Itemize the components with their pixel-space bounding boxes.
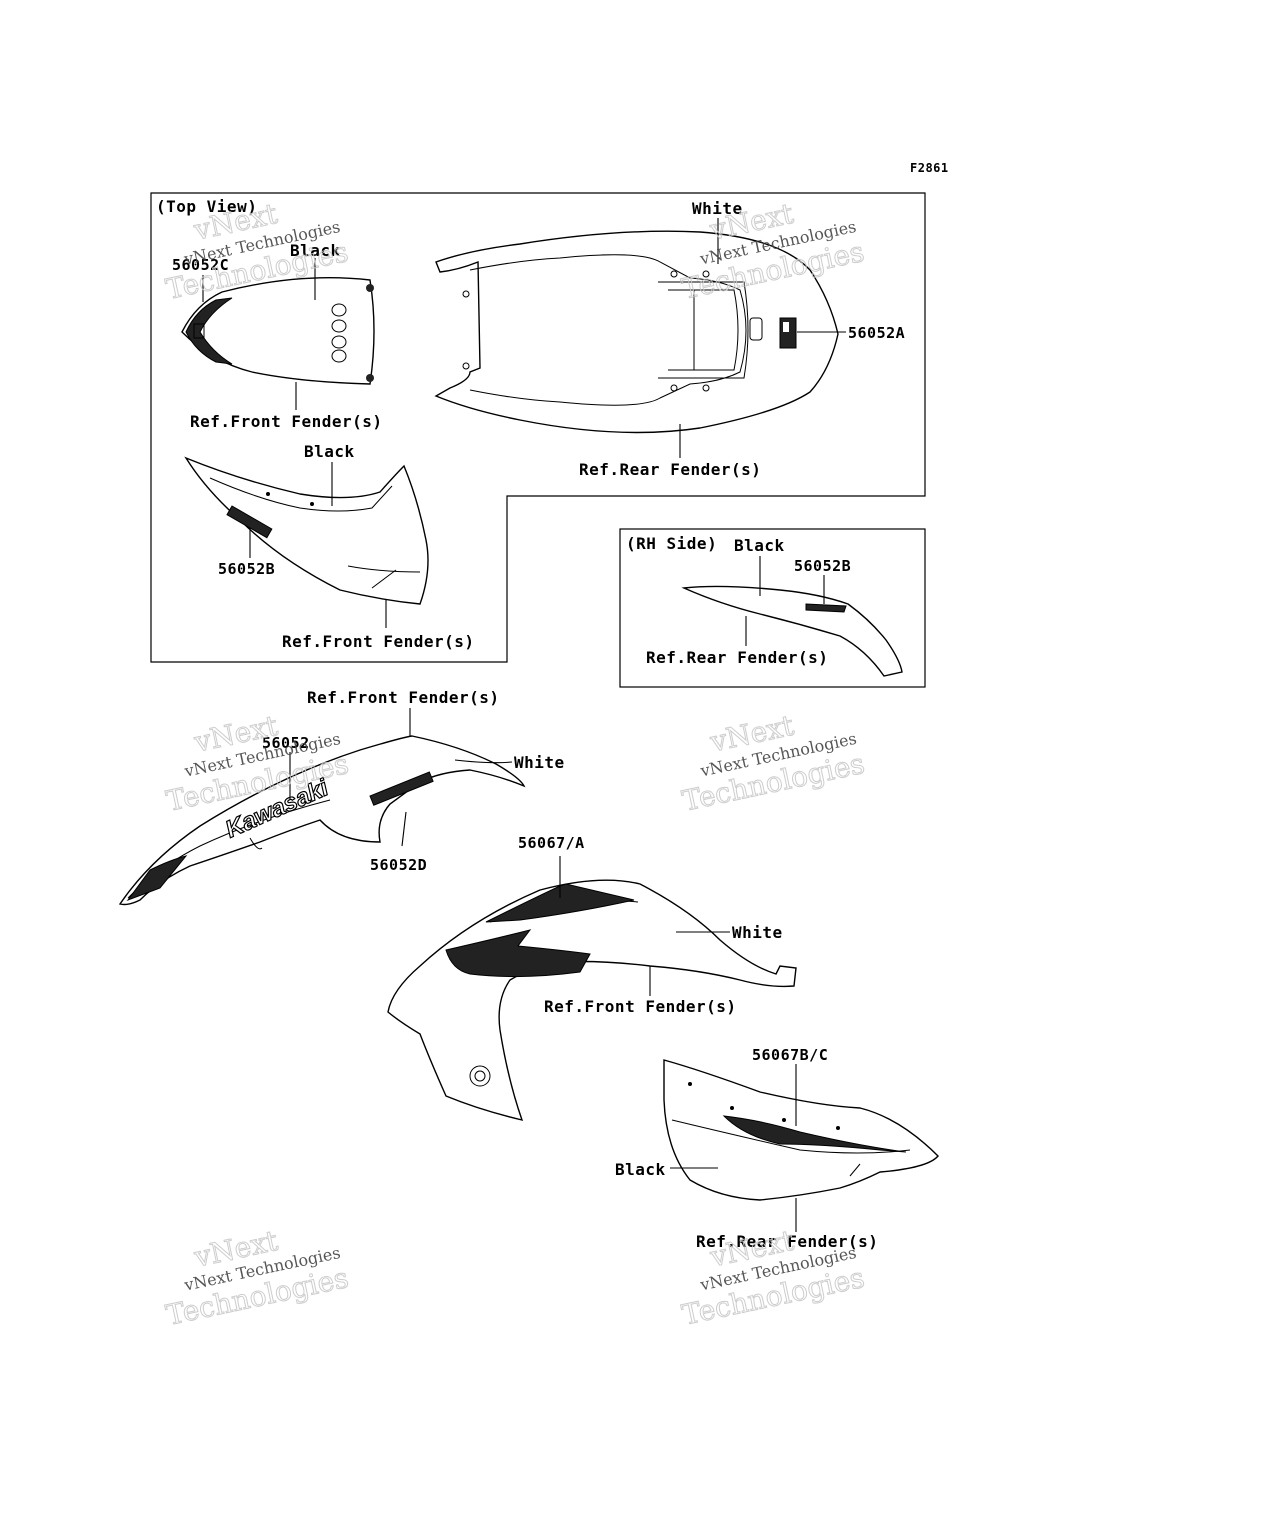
side-tail-piece [184, 456, 429, 605]
label-56052: 56052 [262, 734, 310, 752]
label-ref-front-fender-1: Ref.Front Fender(s) [190, 412, 383, 431]
label-56067A: 56067/A [518, 834, 585, 852]
tail-cowl-top-view [181, 277, 375, 385]
decal-56052B-rh [805, 603, 847, 613]
label-ref-front-fender-3: Ref.Front Fender(s) [307, 688, 500, 707]
label-black-top: Black [290, 241, 341, 260]
label-white-top: White [692, 199, 743, 218]
label-56052C: 56052C [172, 256, 229, 274]
decal-56052C [185, 297, 233, 365]
label-black-rh: Black [734, 536, 785, 555]
watermark-bottom-left: vNext vNext Technologies Technologies [163, 1223, 352, 1332]
decal-56067A-mesh [445, 929, 591, 978]
decal-56052D [369, 771, 434, 806]
label-black-left: Black [304, 442, 355, 461]
label-56052B-rh: 56052B [794, 557, 851, 575]
label-56052A: 56052A [848, 324, 905, 342]
watermark-mid-right: vNext vNext Technologies Technologies [679, 708, 868, 818]
side-fairing-white [387, 879, 797, 1121]
label-ref-front-fender-4: Ref.Front Fender(s) [544, 997, 737, 1016]
rh-side-caption: (RH Side) [626, 534, 717, 553]
leader-56052D [401, 811, 407, 847]
rh-side-tail-piece [681, 585, 903, 677]
decal-56067BC [722, 1115, 907, 1153]
label-56067BC: 56067B/C [752, 1046, 828, 1064]
label-ref-rear-fender-rh: Ref.Rear Fender(s) [646, 648, 828, 667]
label-ref-rear-fender-1: Ref.Rear Fender(s) [579, 460, 761, 479]
label-ref-front-fender-2: Ref.Front Fender(s) [282, 632, 475, 651]
label-56052D: 56052D [370, 856, 427, 874]
rear-side-cowl-black [663, 1059, 939, 1201]
figure-code: F2861 [910, 161, 949, 175]
decal-56052B-top [226, 505, 273, 539]
decal-56067A-stripe [485, 883, 635, 923]
label-white-lower: White [732, 923, 783, 942]
leader-white-mid [454, 759, 513, 764]
rear-seat-cowl-top-view [434, 230, 839, 434]
top-view-caption: (Top View) [156, 197, 257, 216]
top-view-panel-frame [150, 192, 926, 663]
label-white-mid: White [514, 753, 565, 772]
label-black-lower: Black [615, 1160, 666, 1179]
label-56052B-left: 56052B [218, 560, 275, 578]
watermark-bottom-right: vNext vNext Technologies Technologies [679, 1223, 868, 1332]
rh-side-panel-frame [619, 528, 926, 688]
label-ref-rear-fender-lower: Ref.Rear Fender(s) [696, 1232, 878, 1251]
